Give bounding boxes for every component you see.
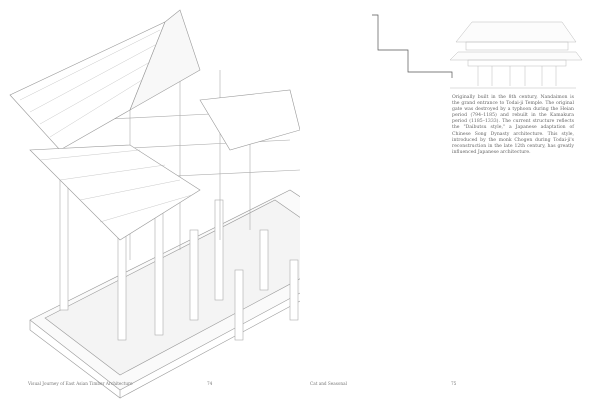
footer-book-title: Visual Journey of East Asian Timber Arch… bbox=[28, 381, 133, 386]
caption-text: Originally built in the 8th century, Nan… bbox=[452, 95, 574, 155]
gate-elevation-drawing bbox=[372, 14, 583, 89]
callout-leader-line bbox=[372, 14, 453, 78]
left-page: Visual Journey of East Asian Timber Arch… bbox=[9, 9, 300, 399]
page-number: 75 bbox=[451, 381, 457, 386]
axonometric-gate-drawing bbox=[9, 9, 300, 399]
right-page: Originally built in the 8th century, Nan… bbox=[300, 0, 600, 400]
footer-section-title: Cat and Seasonal bbox=[310, 381, 347, 386]
page-number: 74 bbox=[207, 381, 213, 386]
